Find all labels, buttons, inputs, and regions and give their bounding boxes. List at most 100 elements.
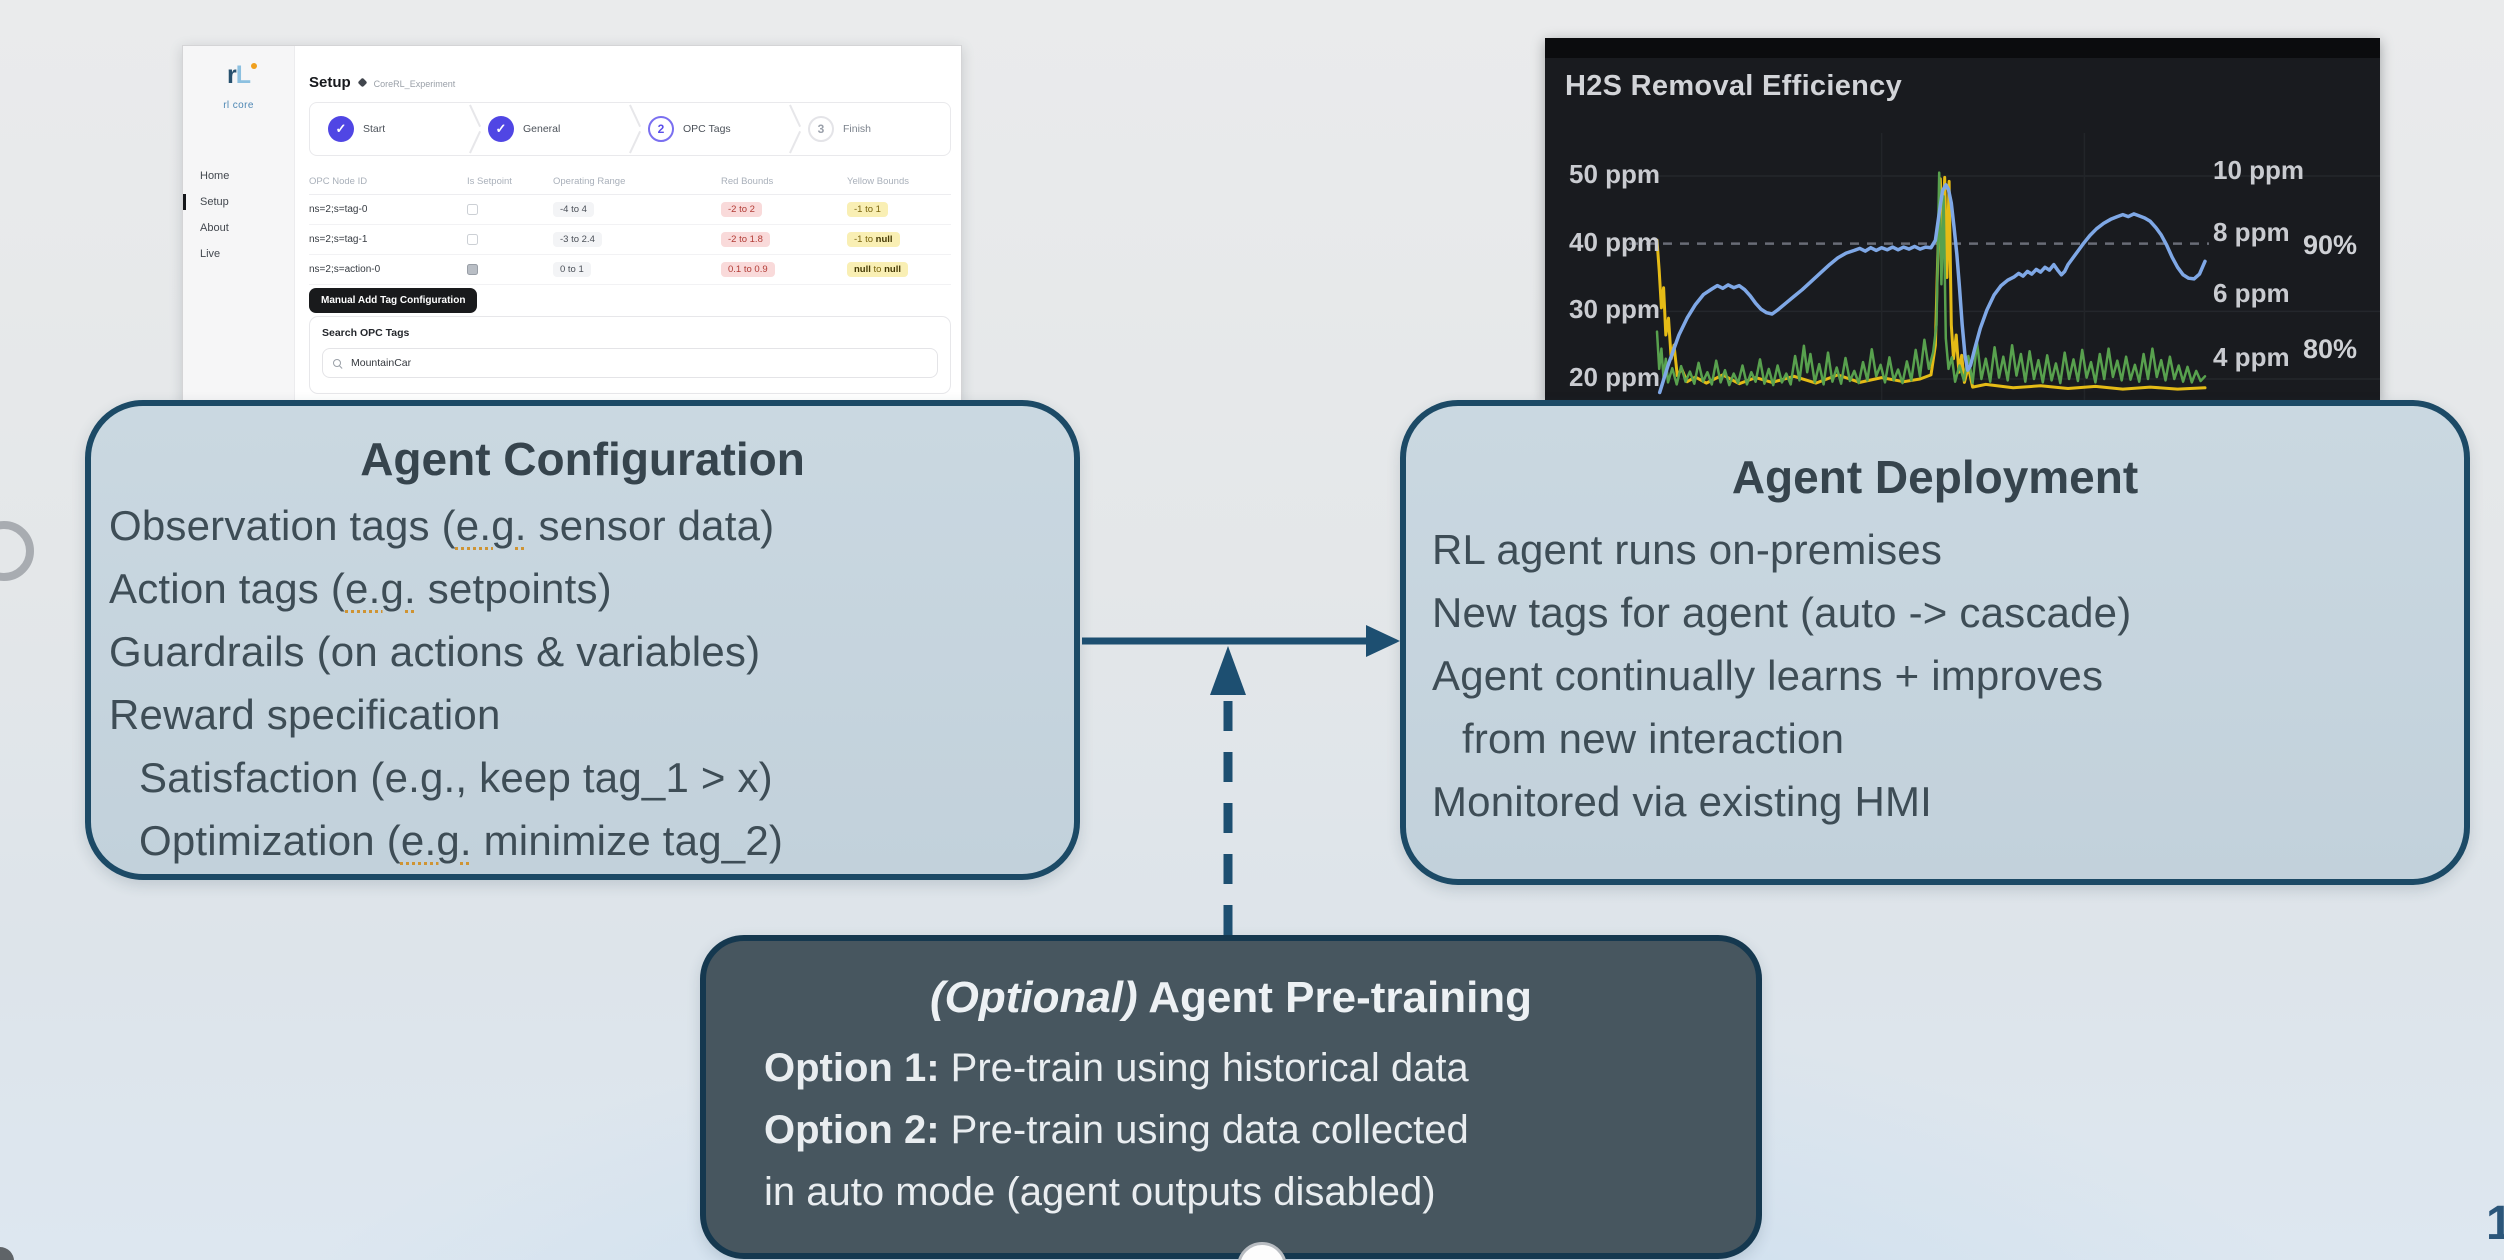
box-line: RL agent runs on-premises: [1432, 526, 1943, 573]
page-number: 1: [2486, 1197, 2504, 1250]
operating-range-value: -4 to 4: [553, 202, 594, 217]
rlcore-logo-icon: rL: [227, 62, 257, 88]
percent-axis-tick: 90%: [2303, 230, 2358, 261]
stepper-step-finish[interactable]: 3 Finish: [796, 116, 944, 142]
red-bounds-cell: 0.1 to 0.9: [721, 255, 847, 285]
tag-icon: [357, 77, 368, 88]
page-title: Setup: [309, 74, 351, 91]
stepper-step-general[interactable]: ✓ General: [476, 116, 624, 142]
column-header: Is Setpoint: [467, 170, 553, 195]
step-number: 2: [648, 116, 674, 142]
arrow-pretraining-to-flow: [1210, 646, 1246, 935]
opc-node-id: ns=2;s=action-0: [309, 255, 467, 285]
operating-range-value: 0 to 1: [553, 262, 591, 277]
box-line: Option 1: Pre-train using historical dat…: [764, 1046, 1469, 1090]
step-number: 3: [808, 116, 834, 142]
search-panel-label: Search OPC Tags: [322, 327, 410, 339]
sidebar-item-live[interactable]: Live: [200, 248, 221, 260]
left-axis-tick: 30 ppm: [1569, 294, 1661, 325]
stepper-step-label: Finish: [843, 123, 872, 135]
manual-add-tag-button[interactable]: Manual Add Tag Configuration: [309, 288, 478, 313]
table-row: ns=2;s=tag-0-4 to 4-2 to 2-1 to 1: [309, 195, 951, 225]
box-line: New tags for agent (auto -> cascade): [1432, 589, 2132, 636]
h2s-chart-panel: H2S Removal Efficiency 50 ppm 40 ppm 30 pp…: [1545, 38, 2380, 400]
agent-configuration-box: Agent Configuration Observation tags (e.…: [85, 400, 1080, 880]
setpoint-checkbox[interactable]: [467, 264, 478, 275]
operating-range-value: -3 to 2.4: [553, 232, 602, 247]
search-input-wrap[interactable]: [322, 348, 938, 378]
box-line: Reward specification: [109, 691, 501, 738]
agent-pretraining-box: (Optional) Agent Pre-training Option 1: …: [700, 935, 1762, 1259]
box-line: Monitored via existing HMI: [1432, 778, 1933, 825]
box-line: Option 2: Pre-train using data collected: [764, 1108, 1469, 1152]
agent-configuration-title: Agent Configuration: [360, 433, 805, 485]
red-bounds-cell: -2 to 1.8: [721, 225, 847, 255]
box-line: Guardrails (on actions & variables): [109, 628, 761, 675]
table-row: ns=2;s=tag-1 -3 to 2.4 -2 to 1.8-1 to null: [309, 225, 951, 255]
setpoint-checkbox[interactable]: [467, 234, 478, 245]
rlcore-logo-text: rl core: [223, 100, 254, 111]
opc-node-id: ns=2;s=tag-1: [309, 225, 467, 255]
yellow-bounds-value: null to null: [847, 262, 908, 277]
chart-top-strip: [1545, 38, 2380, 58]
yellow-bounds-value: -1 to 1: [847, 202, 888, 217]
logo-dot-icon: [251, 63, 257, 69]
agent-deployment-title: Agent Deployment: [1731, 451, 2139, 503]
check-icon: ✓: [488, 116, 514, 142]
sidebar-item-setup[interactable]: Setup: [183, 189, 294, 215]
column-header: Red Bounds: [721, 170, 847, 195]
stepper-step-label: General: [523, 123, 561, 135]
sidebar-item-home[interactable]: Home: [200, 170, 230, 182]
yellow-bounds-cell: -1 to 1: [847, 195, 951, 225]
setpoint-cell: [467, 255, 553, 285]
right-axis-tick: 6 ppm: [2213, 277, 2290, 308]
box-line: Optimization (e.g. minimize tag_2): [139, 817, 784, 864]
setpoint-cell: [467, 225, 553, 255]
stepper-chevron-icon: [624, 107, 636, 151]
right-axis-tick: 8 ppm: [2213, 216, 2290, 247]
left-axis-tick: 50 ppm: [1569, 159, 1661, 189]
yellow-bounds-cell: -1 to null: [847, 225, 951, 255]
red-bounds-value: -2 to 2: [721, 202, 762, 217]
agent-configuration-lines: Observation tags (e.g. sensor data) Actio…: [109, 494, 1074, 872]
h2s-chart-plot: [1629, 133, 2380, 400]
agent-pretraining-lines: Option 1: Pre-train using historical dat…: [764, 1037, 1756, 1223]
stepper-chevron-icon: [784, 107, 796, 151]
red-bounds-value: 0.1 to 0.9: [721, 262, 775, 277]
yellow-bounds-cell: null to null: [847, 255, 951, 285]
right-axis-tick: 10 ppm: [2213, 154, 2305, 185]
box-line: Action tags (e.g. setpoints): [109, 565, 612, 612]
stepper-step-label: Start: [363, 123, 386, 135]
left-axis-tick: 20 ppm: [1569, 362, 1661, 392]
left-edge-ring-handle: [0, 521, 34, 581]
setpoint-cell: [467, 195, 553, 225]
search-icon: [333, 358, 342, 368]
experiment-name: CoreRL_Experiment: [373, 79, 456, 89]
stepper-step-start[interactable]: ✓Start: [316, 116, 464, 142]
arrow-config-to-deployment: [1082, 625, 1400, 657]
left-axis-tick: 40 ppm: [1569, 226, 1661, 257]
box-line: Agent continually learns + improves: [1432, 652, 2104, 699]
setpoint-checkbox[interactable]: [467, 204, 478, 215]
sidebar-item-about[interactable]: About: [200, 222, 229, 234]
chart-title: H2S Removal Efficiency: [1565, 70, 1903, 102]
agent-pretraining-title: (Optional) Agent Pre-training: [929, 973, 1533, 1022]
box-line: Observation tags (e.g. sensor data): [109, 502, 775, 549]
yellow-bounds-value: -1 to null: [847, 232, 900, 247]
box-line: Satisfaction (e.g., keep tag_1 > x): [139, 754, 773, 801]
operating-range-cell: -3 to 2.4: [553, 225, 721, 255]
search-input[interactable]: [349, 356, 927, 370]
rlcore-logo: rL rl core: [183, 62, 294, 119]
red-bounds-cell: -2 to 2: [721, 195, 847, 225]
table-row: ns=2;s=action-0 0 to 1 0.1 to 0.9 null to n…: [309, 255, 951, 285]
